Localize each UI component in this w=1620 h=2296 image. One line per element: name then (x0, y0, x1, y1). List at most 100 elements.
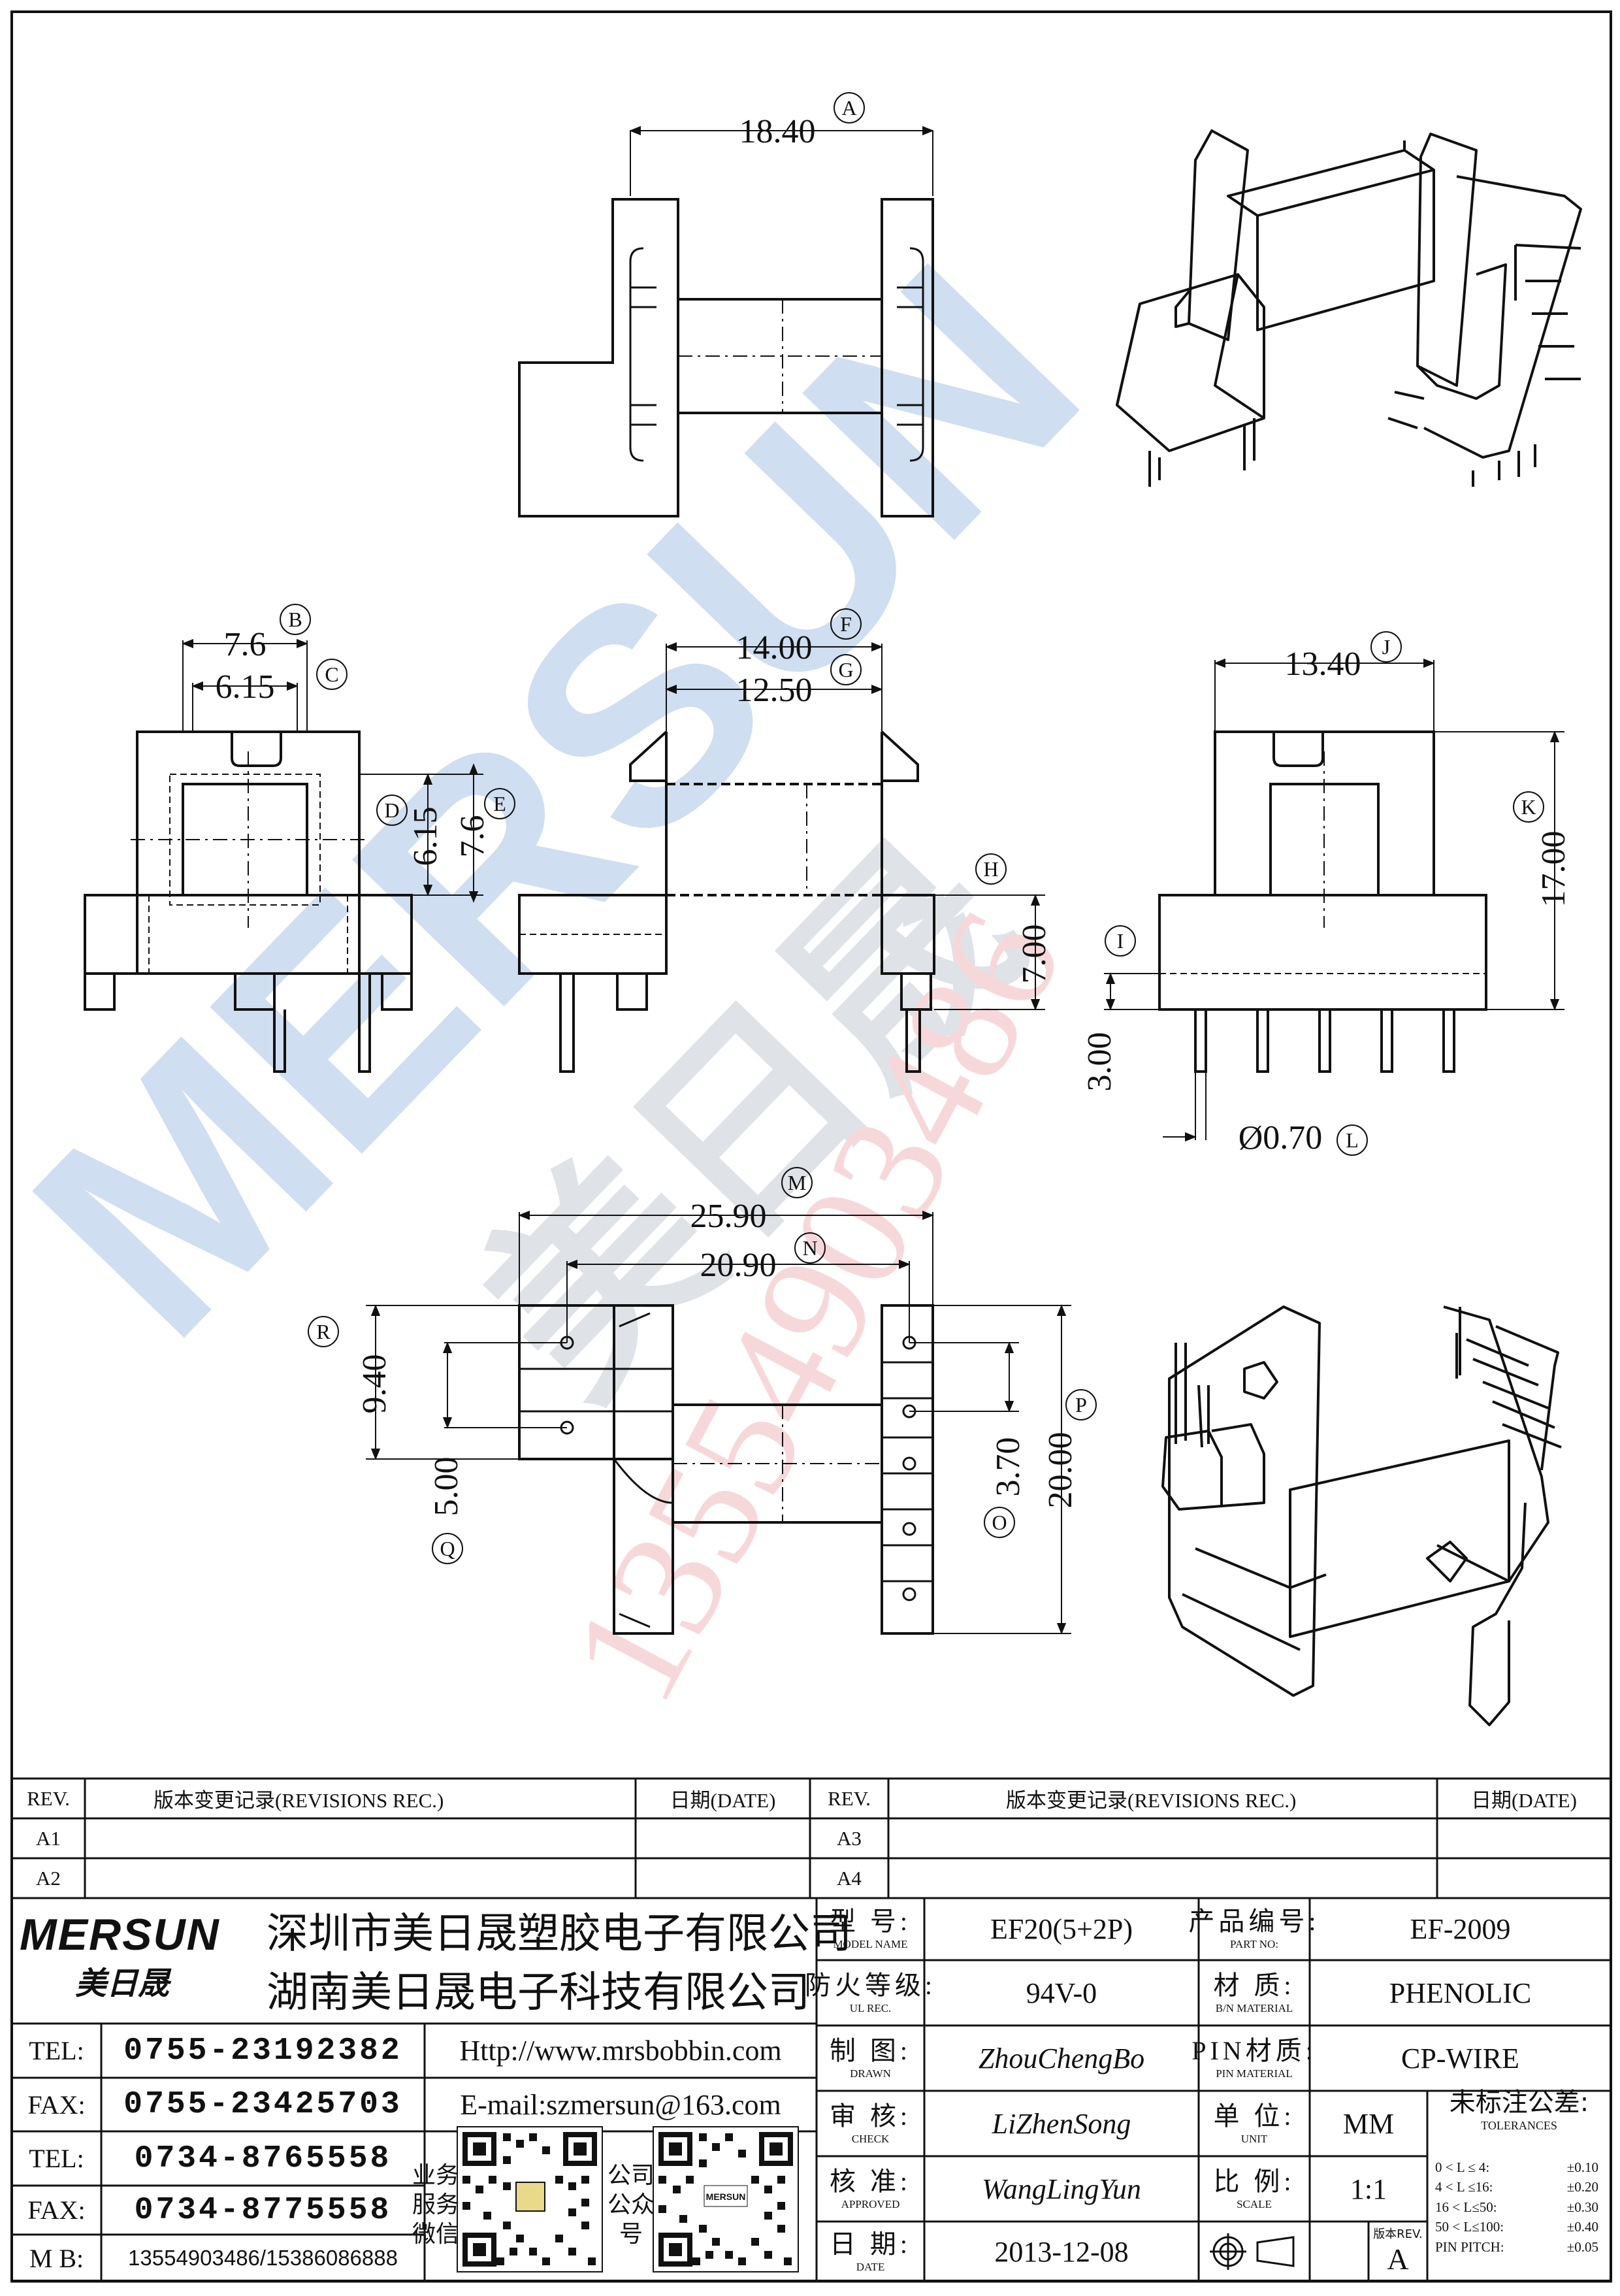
dim-p-value: 20.00 (1042, 1432, 1079, 1509)
contact-label-0: TEL: (29, 2036, 84, 2065)
contact-value-4: 13554903486/15386086888 (128, 2246, 398, 2270)
field-part-en: PART NO: (1229, 1938, 1279, 1950)
dim-c-letter: C (325, 663, 338, 686)
rev-rec-header-left: 版本变更记录(REVISIONS REC.) (154, 1789, 444, 1812)
tolerances-title-en: TOLERANCES (1481, 2119, 1557, 2132)
field-material-value: PHENOLIC (1389, 1976, 1532, 2009)
dim-q-letter: Q (440, 1537, 455, 1560)
dim-e-letter: E (493, 792, 506, 815)
dim-k-value: 17.00 (1535, 831, 1572, 908)
watermark: MERSUN 美日晟 13554903486 (0, 203, 1141, 1728)
field-ul-en: UL REC. (849, 2001, 892, 2014)
dim-j-letter: J (1382, 635, 1390, 659)
tolerance-row: PIN PITCH:±0.05 (1435, 2237, 1598, 2257)
qr-label-wechat-1: 业务 (412, 2162, 460, 2189)
contact-label-2: TEL: (29, 2144, 84, 2173)
field-ul-label: 防火等级:UL REC. (805, 1960, 932, 2025)
dim-i-letter: I (1117, 929, 1124, 953)
email-link[interactable]: E-mail:szmersun@163.com (460, 2088, 781, 2121)
field-ul-zh: 防火等级: (804, 1970, 937, 2000)
dim-i-value: 3.00 (1081, 1032, 1118, 1092)
tolerance-value: ±0.40 (1566, 2219, 1598, 2235)
dim-c-value: 6.15 (216, 668, 275, 706)
tolerances-title-zh: 未标注公差: (1449, 2088, 1589, 2118)
contact-value-2: 0734-8765558 (134, 2140, 392, 2176)
field-unit-value: MM (1342, 2107, 1395, 2140)
dim-n-value: 20.90 (700, 1247, 777, 1284)
contact-value-3: 0734-8775558 (134, 2192, 392, 2228)
field-date-zh: 日 期: (829, 2229, 912, 2259)
tolerance-value: ±0.10 (1566, 2159, 1598, 2175)
dim-a-letter: A (841, 96, 856, 120)
dim-p-letter: P (1075, 1393, 1087, 1417)
dim-d-letter: D (384, 798, 399, 822)
tolerance-value: ±0.05 (1566, 2239, 1598, 2255)
dim-o-letter: O (992, 1511, 1007, 1534)
mersun-logo-cn: 美日晟 (75, 1965, 172, 2002)
dim-g-value: 12.50 (736, 672, 813, 709)
dim-r-value: 9.40 (356, 1354, 393, 1414)
field-approved-label: 核 准:APPROVED (817, 2156, 924, 2222)
field-rev-label: 版本REV. (1373, 2227, 1423, 2241)
qr-label-official-3: 号 (619, 2221, 643, 2248)
dim-n-letter: N (802, 1236, 817, 1260)
tolerances-title: 未标注公差: TOLERANCES (1427, 2088, 1611, 2132)
mersun-logo: MERSUN (20, 1910, 220, 1960)
dim-f-letter: F (840, 612, 852, 636)
field-unit-en: UNIT (1240, 2132, 1268, 2145)
tolerance-range: 16 < L≤50: (1435, 2199, 1497, 2215)
projection-symbol-icon (1210, 2233, 1295, 2270)
dim-m-letter: M (788, 1171, 806, 1194)
field-drawn-en: DRAWN (850, 2067, 891, 2080)
contact-value-0: 0755-23192382 (123, 2033, 402, 2069)
dim-l-value: Ø0.70 (1239, 1119, 1323, 1156)
rev-header-left: REV. (27, 1786, 70, 1810)
tolerance-row: 16 < L≤50:±0.30 (1435, 2197, 1598, 2217)
qr-code-official: MERSUN (653, 2126, 799, 2272)
tolerance-range: 50 < L≤100: (1435, 2219, 1504, 2235)
website-link[interactable]: Http://www.mrsbobbin.com (459, 2035, 782, 2067)
field-pin-value: CP-WIRE (1401, 2042, 1519, 2075)
field-date-value: 2013-12-08 (994, 2235, 1129, 2268)
company-name-hunan: 湖南美日晟电子科技有限公司 (267, 1969, 810, 2017)
dim-g-letter: G (838, 658, 853, 681)
dim-l-letter: L (1346, 1128, 1359, 1152)
rev-rec-header-right: 版本变更记录(REVISIONS REC.) (1006, 1789, 1297, 1812)
dim-o-value: 3.70 (990, 1437, 1027, 1497)
rev-row-a3: A3 (837, 1826, 862, 1850)
front-center-view (518, 730, 935, 1073)
dim-q-value: 5.00 (428, 1457, 465, 1517)
qr-label-official-1: 公司 (608, 2162, 655, 2189)
field-material-label: 材 质:B/N MATERIAL (1199, 1960, 1310, 2025)
rev-row-a1: A1 (36, 1826, 61, 1850)
qr-label-wechat-3: 微信 (412, 2221, 460, 2248)
tolerances-table: 0 < L ≤ 4:±0.10 4 < L ≤16:±0.20 16 < L≤5… (1427, 2135, 1611, 2280)
field-drawn-label: 制 图:DRAWN (817, 2025, 924, 2091)
field-date-en: DATE (856, 2260, 885, 2273)
rev-date-header-right: 日期(DATE) (1471, 1789, 1577, 1812)
field-part-label: 产品编号:PART NO: (1188, 1898, 1316, 1960)
rev-row-a4: A4 (837, 1866, 862, 1890)
tolerance-value: ±0.20 (1566, 2179, 1598, 2195)
field-scale-zh: 比 例: (1213, 2166, 1295, 2196)
left-side-view (84, 730, 413, 1073)
dim-k-letter: K (1521, 795, 1536, 819)
tolerance-range: 4 < L ≤16: (1435, 2179, 1493, 2195)
dim-h-value: 7.00 (1016, 925, 1053, 984)
field-scale-label: 比 例:SCALE (1199, 2156, 1310, 2222)
iso-view-top (1116, 129, 1582, 487)
rev-date-header-left: 日期(DATE) (670, 1789, 776, 1812)
field-material-zh: 材 质: (1213, 1970, 1295, 2000)
top-view (518, 198, 934, 517)
dim-m-value: 25.90 (690, 1198, 767, 1235)
field-model-en: MODEL NAME (833, 1938, 908, 1950)
rev-header-right: REV. (828, 1786, 871, 1810)
dim-j-value: 13.40 (1285, 646, 1361, 683)
qr-label-official: 公司 公众 号 (608, 2131, 655, 2278)
field-ul-value: 94V-0 (1026, 1976, 1097, 2009)
dim-b-value: 7.6 (224, 626, 267, 663)
field-material-en: B/N MATERIAL (1215, 2001, 1293, 2014)
field-model-value: EF20(5+2P) (990, 1913, 1133, 1945)
